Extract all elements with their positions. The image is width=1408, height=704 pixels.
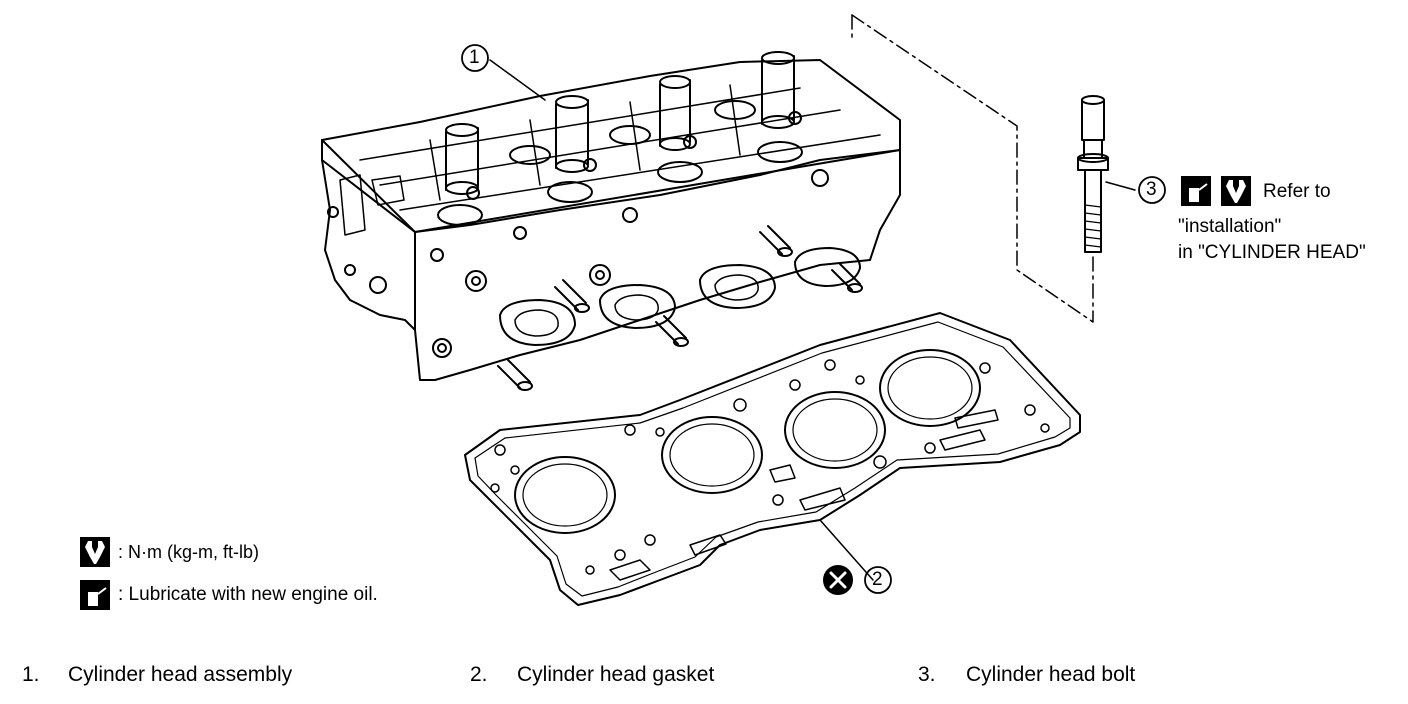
callout-circles (461, 44, 1166, 594)
part-1-number: 1. (22, 663, 40, 686)
alignment-lines (851, 14, 1094, 323)
cylinder-head-bolt (1077, 95, 1109, 253)
replace-part-icon (823, 565, 853, 595)
torque-wrench-icon (1221, 176, 1251, 206)
callout-2: 2 (872, 569, 883, 590)
part-2-number: 2. (470, 663, 488, 686)
parts-list: 1. Cylinder head assembly 2. Cylinder he… (0, 663, 1408, 689)
part-3-name: Cylinder head bolt (966, 663, 1136, 686)
part-2-name: Cylinder head gasket (517, 663, 715, 686)
leader-lines (489, 59, 1136, 581)
bolt-note-refer: Refer to (1263, 181, 1331, 202)
legend-oil-icon (80, 580, 110, 610)
part-1-name: Cylinder head assembly (68, 663, 293, 686)
callout-3: 3 (1146, 179, 1157, 200)
cylinder-head-gasket (464, 312, 1081, 606)
legend-torque-text: : N·m (kg-m, ft-lb) (118, 542, 259, 562)
bolt-note-line3: in "CYLINDER HEAD" (1178, 242, 1366, 263)
part-3-number: 3. (918, 663, 936, 686)
oil-can-icon (1181, 176, 1211, 206)
legend-torque-icon (80, 537, 110, 567)
cylinder-head-assembly (321, 51, 901, 391)
callout-1: 1 (469, 47, 480, 68)
legend-oil-text: : Lubricate with new engine oil. (118, 584, 378, 605)
bolt-note-line2: "installation" (1178, 216, 1282, 237)
